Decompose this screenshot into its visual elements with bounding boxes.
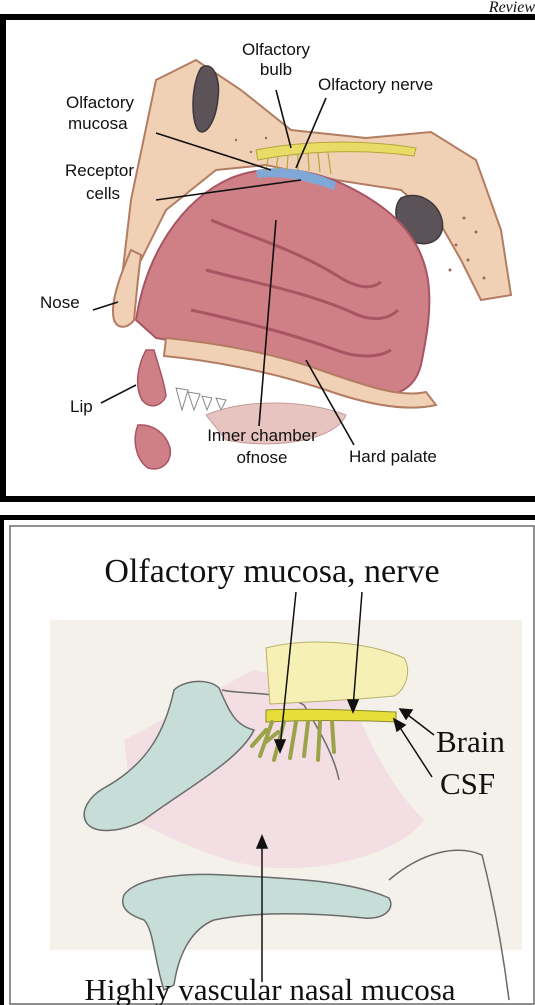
inner-chamber-label-line1: Inner chamber	[207, 426, 317, 445]
schematic-title: Olfactory mucosa, nerve	[104, 553, 439, 590]
nose-label: Nose	[40, 293, 80, 312]
nasal-anatomy-diagram: Olfactory bulb Olfactory nerve Olfactory…	[6, 20, 535, 496]
olfactory-bulb-label-line2: bulb	[260, 60, 292, 79]
lower-lip	[135, 425, 170, 469]
receptor-cells-label-line2: cells	[86, 184, 120, 203]
csf-layer	[266, 709, 396, 722]
olfactory-mucosa-label-line2: mucosa	[68, 114, 128, 133]
receptor-cells-label-line1: Receptor	[65, 161, 134, 180]
vascular-mucosa-caption: Highly vascular nasal mucosa	[84, 972, 455, 1005]
nasal-anatomy-panel: Olfactory bulb Olfactory nerve Olfactory…	[0, 14, 535, 502]
teeth	[176, 388, 226, 410]
olfactory-schematic-diagram: Olfactory mucosa, nerve	[4, 520, 535, 1005]
olfactory-mucosa-label-line1: Olfactory	[66, 93, 135, 112]
olfactory-schematic-panel: Olfactory mucosa, nerve	[0, 515, 535, 1005]
olfactory-nerve-label: Olfactory nerve	[318, 75, 433, 94]
lip-label: Lip	[70, 397, 93, 416]
csf-label: CSF	[440, 766, 495, 801]
upper-lip	[138, 350, 166, 406]
brain-label: Brain	[436, 724, 505, 759]
hard-palate-label: Hard palate	[349, 447, 437, 466]
inner-chamber-label-line2: ofnose	[236, 448, 287, 467]
olfactory-bulb-label-line1: Olfactory	[242, 40, 311, 59]
